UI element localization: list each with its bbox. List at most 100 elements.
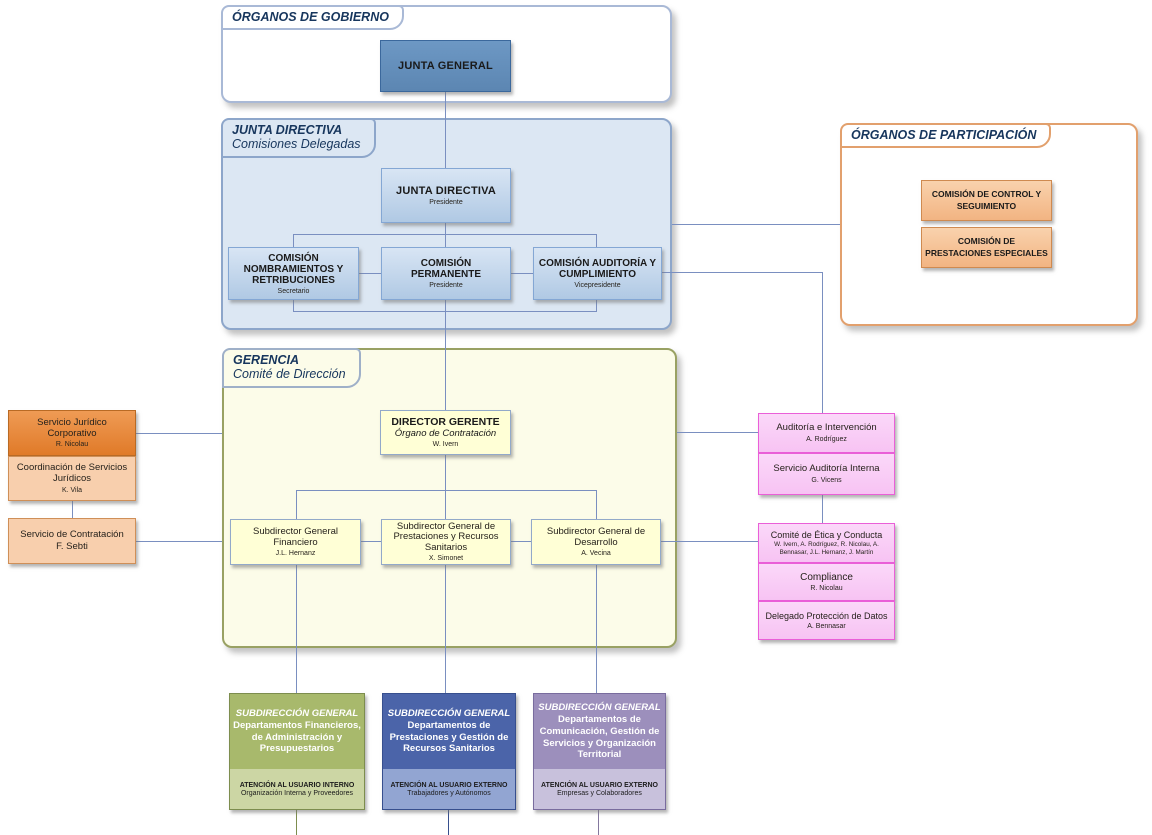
node-person: A. Rodríguez — [806, 435, 847, 443]
node-title: Subdirector General de Desarrollo — [546, 525, 646, 548]
connector-line — [293, 234, 597, 235]
connector-line — [598, 810, 599, 835]
connector-line — [596, 565, 597, 693]
section-label-organos-de-gobierno: ÓRGANOS DE GOBIERNO — [221, 5, 404, 31]
node-comision-permanente: COMISIÓN PERMANENTE Presidente — [381, 247, 511, 300]
connector-line — [448, 810, 449, 835]
connector-line — [296, 490, 597, 491]
section-organos-de-participacion: ÓRGANOS DE PARTICIPACIÓN — [840, 123, 1138, 326]
connector-line — [361, 541, 381, 542]
section-subtitle: Comité de Dirección — [233, 367, 346, 382]
node-title: Servicio Auditoría Interna — [773, 463, 880, 475]
node-departments: Departamentos de Comunicación, Gestión d… — [539, 713, 660, 761]
node-title: Servicio Jurídico Corporativo — [37, 416, 107, 439]
node-director-gerente: DIRECTOR GERENTE Órgano de Contratación … — [380, 410, 511, 455]
node-header: SUBDIRECCIÓN GENERAL Departamentos Finan… — [230, 694, 364, 769]
node-servicio-auditoria-interna: Servicio Auditoría Interna G. Vicens — [758, 453, 895, 495]
node-person: W. Ivern — [432, 441, 459, 449]
node-publico: Empresas y Colaboradores — [557, 789, 642, 797]
node-publico: Organización Interna y Proveedores — [240, 789, 354, 797]
connector-line — [296, 565, 297, 693]
node-title: SUBDIRECCIÓN GENERAL — [387, 707, 511, 719]
node-comision-de-prestaciones-especiales: COMISIÓN DE PRESTACIONES ESPECIALES — [921, 227, 1052, 268]
connector-line — [672, 224, 840, 225]
node-comision-auditoria-y-cumplimiento: COMISIÓN AUDITORÍA Y CUMPLIMIENTO Vicepr… — [533, 247, 662, 300]
node-subtitle: Órgano de Contratación — [394, 428, 497, 440]
section-label-junta-directiva: JUNTA DIRECTIVA Comisiones Delegadas — [221, 118, 376, 158]
section-subtitle: Comisiones Delegadas — [232, 137, 361, 152]
node-publico: Trabajadores y Autónomos — [407, 789, 491, 797]
connector-line — [293, 300, 294, 312]
connector-line — [445, 300, 446, 410]
node-subdirector-general-desarrollo: Subdirector General de Desarrollo A. Vec… — [531, 519, 661, 565]
section-title: JUNTA DIRECTIVA — [232, 123, 343, 137]
node-title: Subdirector General de Prestaciones y Re… — [393, 520, 499, 553]
connector-line — [293, 234, 294, 247]
node-title: COMISIÓN DE PRESTACIONES ESPECIALES — [925, 236, 1048, 258]
connector-line — [72, 501, 73, 518]
node-coordinacion-servicios-juridicos: Coordinación de Servicios Jurídicos K. V… — [8, 456, 136, 501]
connector-line — [596, 234, 597, 247]
connector-line — [296, 810, 297, 835]
node-title: Coordinación de Servicios Jurídicos — [16, 462, 128, 484]
connector-line — [445, 565, 446, 693]
node-person: G. Vicens — [811, 476, 842, 484]
node-footer: ATENCIÓN AL USUARIO EXTERNO Trabajadores… — [383, 769, 515, 809]
section-title: GERENCIA — [233, 353, 299, 367]
connector-line — [136, 541, 222, 542]
node-person: F. Sebti — [56, 540, 88, 552]
connector-line — [359, 273, 381, 274]
node-role: Presidente — [429, 199, 463, 206]
node-title: COMISIÓN NOMBRAMIENTOS Y RETRIBUCIONES — [243, 252, 344, 286]
node-atencion: ATENCIÓN AL USUARIO INTERNO — [239, 781, 355, 789]
node-atencion: ATENCIÓN AL USUARIO EXTERNO — [541, 781, 658, 789]
connector-line — [661, 541, 758, 542]
section-label-organos-de-participacion: ÓRGANOS DE PARTICIPACIÓN — [840, 123, 1052, 149]
connector-line — [445, 455, 446, 490]
section-title: ÓRGANOS DE GOBIERNO — [232, 10, 389, 24]
node-person: J.L. Hernanz — [275, 550, 316, 558]
node-title: Auditoría e Intervención — [776, 422, 877, 434]
connector-line — [596, 300, 597, 312]
node-person: A. Bennasar — [807, 623, 846, 631]
node-person: R. Nicolau — [55, 441, 89, 449]
connector-line — [511, 273, 533, 274]
connector-line — [511, 541, 531, 542]
node-atencion: ATENCIÓN AL USUARIO EXTERNO — [390, 781, 508, 789]
connector-line — [445, 92, 446, 168]
node-header: SUBDIRECCIÓN GENERAL Departamentos de Pr… — [383, 694, 515, 769]
node-auditoria-e-intervencion: Auditoría e Intervención A. Rodríguez — [758, 413, 895, 453]
node-title: Delegado Protección de Datos — [765, 610, 888, 621]
node-title: Compliance — [800, 571, 853, 583]
connector-line — [445, 223, 446, 247]
connector-line — [662, 272, 823, 273]
node-members: W. Ivern, A. Rodríguez, R. Nicolau, A. B… — [774, 540, 879, 556]
node-header: SUBDIRECCIÓN GENERAL Departamentos de Co… — [534, 694, 665, 769]
connector-line — [677, 432, 758, 433]
node-subdirector-general-financiero: Subdirector General Financiero J.L. Hern… — [230, 519, 361, 565]
node-compliance: Compliance R. Nicolau — [758, 563, 895, 601]
section-label-gerencia: GERENCIA Comité de Dirección — [222, 348, 361, 388]
node-title: Servicio de Contratación — [20, 528, 124, 540]
node-departments: Departamentos Financieros, de Administra… — [233, 719, 361, 755]
connector-line — [596, 490, 597, 519]
node-role: Presidente — [429, 282, 463, 289]
connector-line — [822, 272, 823, 413]
node-comision-de-control-y-seguimiento: COMISIÓN DE CONTROL Y SEGUIMIENTO — [921, 180, 1052, 221]
node-title: COMISIÓN PERMANENTE — [410, 258, 481, 280]
node-person: R. Nicolau — [810, 585, 843, 593]
section-gerencia: GERENCIA Comité de Dirección — [222, 348, 677, 648]
node-servicio-juridico-corporativo: Servicio Jurídico Corporativo R. Nicolau — [8, 410, 136, 456]
node-delegado-proteccion-de-datos: Delegado Protección de Datos A. Bennasar — [758, 601, 895, 640]
node-person: A. Vecina — [581, 550, 611, 558]
node-title: Subdirector General Financiero — [252, 525, 339, 548]
connector-line — [136, 433, 222, 434]
node-footer: ATENCIÓN AL USUARIO INTERNO Organización… — [230, 769, 364, 809]
node-title: COMISIÓN DE CONTROL Y SEGUIMIENTO — [931, 189, 1042, 211]
node-footer: ATENCIÓN AL USUARIO EXTERNO Empresas y C… — [534, 769, 665, 809]
node-title: SUBDIRECCIÓN GENERAL — [538, 701, 661, 713]
node-title: JUNTA GENERAL — [398, 60, 493, 72]
node-title: SUBDIRECCIÓN GENERAL — [235, 707, 359, 719]
node-comision-nombramientos-y-retribuciones: COMISIÓN NOMBRAMIENTOS Y RETRIBUCIONES S… — [228, 247, 359, 300]
node-junta-directiva: JUNTA DIRECTIVA Presidente — [381, 168, 511, 223]
